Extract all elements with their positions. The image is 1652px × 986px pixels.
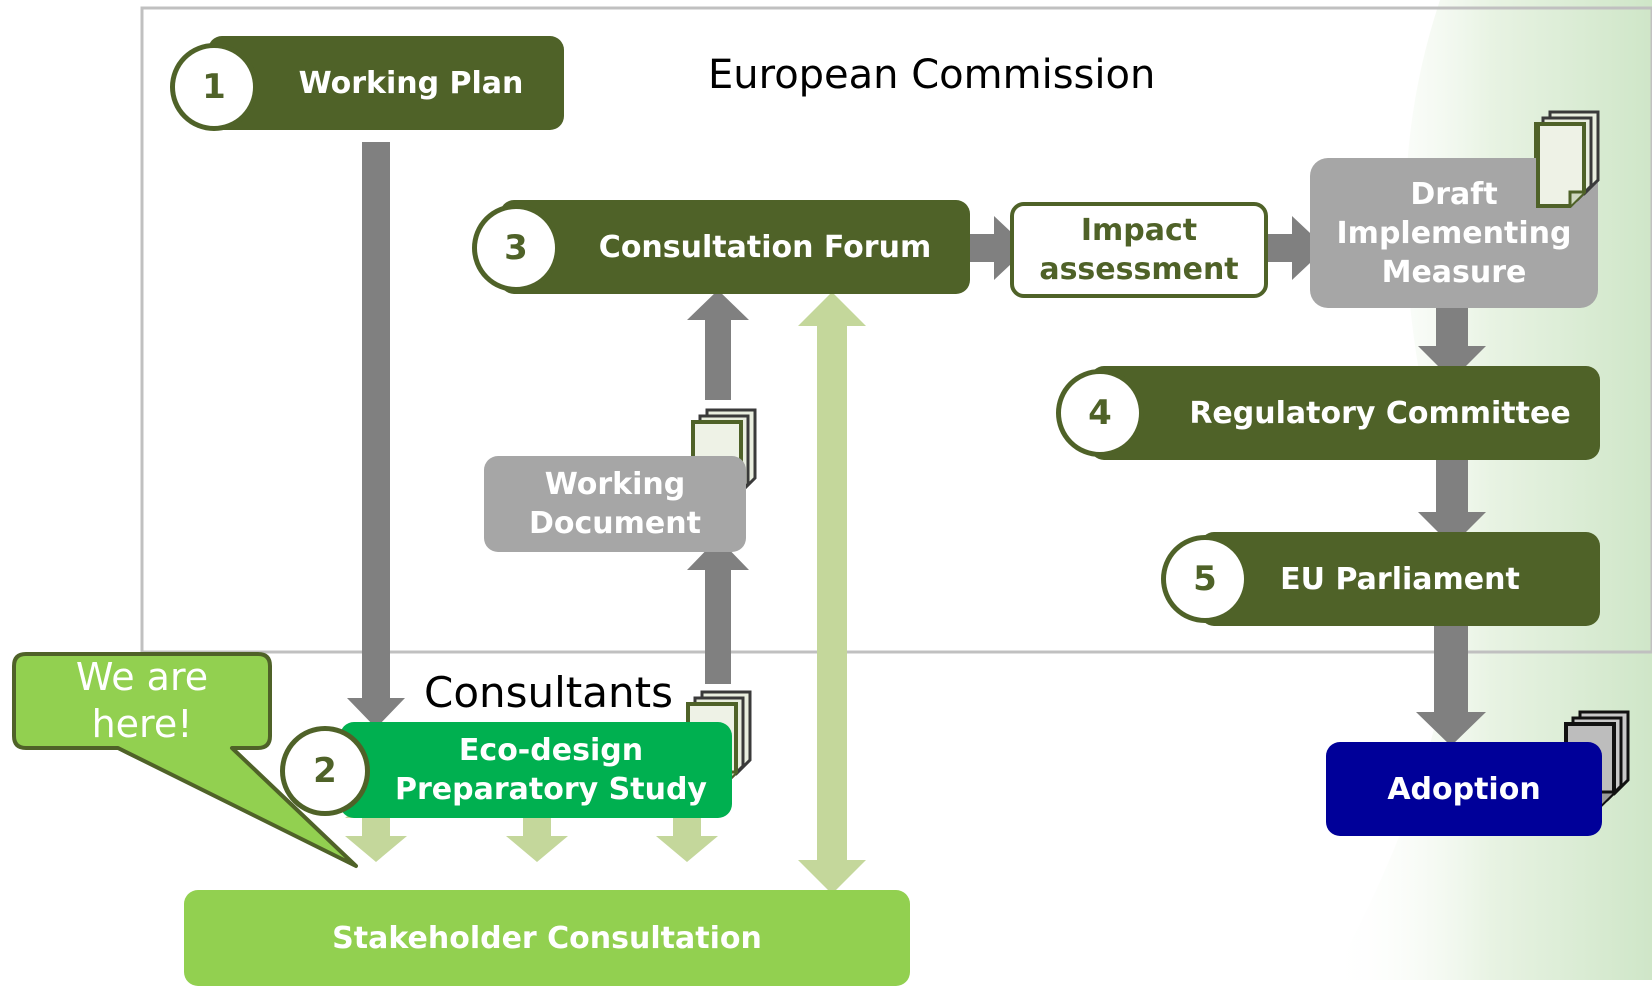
step-2-badge: 2	[280, 726, 370, 816]
step-1-badge: 1	[170, 43, 258, 131]
arrow-plan-to-study	[347, 142, 405, 728]
process-arrows	[347, 142, 1486, 746]
arrow-forum-to-impact	[968, 216, 1028, 280]
we-are-here-callout	[12, 652, 358, 868]
commission-region	[140, 6, 1652, 654]
document-stack-icon	[1536, 112, 1600, 208]
consultation-forum-node: Consultation Forum	[500, 200, 970, 294]
impact-assessment-line2: assessment	[1039, 252, 1239, 287]
eu-parliament-label: EU Parliament	[1280, 561, 1520, 597]
preparatory-study-node: Eco-design Preparatory Study	[340, 722, 732, 818]
adoption-node: Adoption	[1326, 742, 1602, 836]
consultants-region-label: Consultants	[424, 668, 673, 717]
callout-text: We are here!	[18, 654, 266, 747]
callout-line2: here!	[91, 702, 193, 746]
preparatory-study-line2: Preparatory Study	[395, 772, 707, 807]
regulatory-committee-label: Regulatory Committee	[1189, 395, 1571, 431]
arrow-parliament-to-adoption	[1416, 604, 1486, 746]
arrow-impact-to-draft	[1250, 216, 1326, 280]
draft-measure-line1: Draft	[1410, 176, 1498, 212]
commission-region-label: European Commission	[708, 52, 1156, 98]
adoption-label: Adoption	[1387, 771, 1541, 807]
impact-assessment-line1: Impact	[1080, 213, 1198, 248]
draft-measure-line2: Implementing	[1336, 215, 1572, 251]
working-document-node: Working Document	[484, 456, 746, 552]
arrow-regulatory-to-parliament	[1418, 452, 1486, 546]
consultation-forum-label: Consultation Forum	[598, 229, 932, 265]
callout-line1: We are	[75, 654, 209, 699]
working-document-line2: Document	[529, 506, 701, 541]
draft-measure-line3: Measure	[1381, 254, 1527, 290]
arrow-draft-to-regulatory	[1418, 300, 1486, 380]
eu-parliament-node: EU Parliament	[1200, 532, 1600, 626]
step-3-badge: 3	[472, 204, 560, 292]
stakeholder-consultation-label: Stakeholder Consultation	[332, 920, 762, 956]
working-document-line1: Working	[544, 467, 686, 502]
step-4-badge: 4	[1056, 369, 1144, 457]
arrow-document-to-forum	[687, 290, 749, 400]
regulatory-committee-node: Regulatory Committee	[1090, 366, 1600, 460]
working-plan-label: Working Plan	[298, 65, 524, 101]
impact-assessment-node: Impact assessment	[1010, 202, 1268, 298]
working-plan-node: Working Plan	[208, 36, 564, 130]
arrow-study-to-document	[687, 538, 749, 684]
stakeholder-consultation-node: Stakeholder Consultation	[184, 890, 910, 986]
double-arrow-forum	[798, 292, 866, 894]
preparatory-study-line1: Eco-design	[458, 733, 644, 768]
step-5-badge: 5	[1161, 535, 1249, 623]
